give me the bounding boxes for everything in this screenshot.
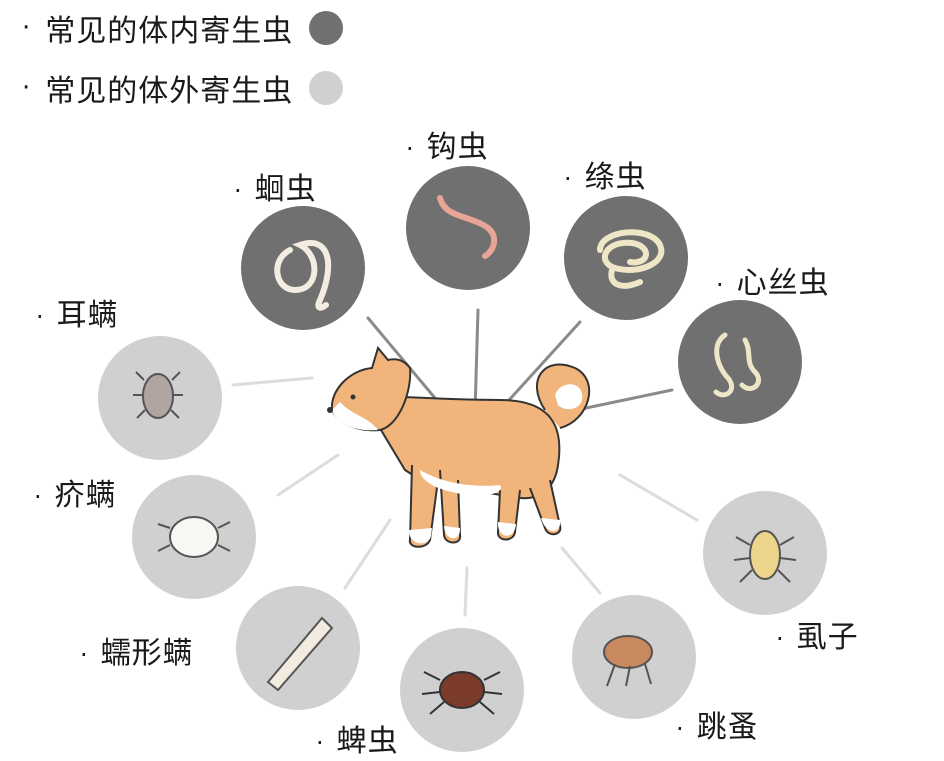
label-bullet: · <box>234 177 243 205</box>
label-heartworm-text: 心丝虫 <box>736 266 830 301</box>
ear-mite-circle <box>98 336 222 460</box>
connector-tick <box>463 566 469 617</box>
label-bullet: · <box>34 483 43 511</box>
connector-hookworm <box>473 308 480 414</box>
connector-flea <box>560 546 602 595</box>
label-tapeworm: · 绦虫 <box>564 152 647 196</box>
ear-mite-icon <box>142 373 174 419</box>
label-ear-mite-text: 耳螨 <box>56 298 119 333</box>
label-bullet: · <box>36 303 45 331</box>
flea-circle <box>572 595 696 719</box>
label-hookworm-text: 钩虫 <box>426 130 489 165</box>
label-tick-text: 蜱虫 <box>336 724 399 759</box>
label-demodex-mite: · 蠕形螨 <box>80 628 194 672</box>
flea-icon <box>603 635 653 669</box>
hookworm-circle <box>406 166 530 290</box>
label-tapeworm-text: 绦虫 <box>584 160 647 195</box>
demodex-mite-circle <box>236 586 360 710</box>
louse-circle <box>703 491 827 615</box>
demodex-mite-icon <box>266 616 334 692</box>
tapeworm-icon <box>597 229 665 289</box>
tapeworm-circle <box>564 196 688 320</box>
label-bullet: · <box>406 135 415 163</box>
legend-external-swatch <box>309 71 344 105</box>
roundworm-icon <box>274 240 332 311</box>
label-bullet: · <box>80 641 89 669</box>
label-flea-text: 跳蚤 <box>696 710 759 745</box>
legend-internal-label: 常见的体内寄生虫 <box>45 14 294 49</box>
connector-ear-mite <box>231 376 314 387</box>
heartworm-icon <box>713 332 762 398</box>
heartworm-circle <box>678 300 802 424</box>
label-bullet: · <box>716 271 725 299</box>
label-roundworm-text: 蛔虫 <box>254 172 317 207</box>
label-bullet: · <box>564 165 573 193</box>
tick-icon <box>439 671 485 709</box>
legend-bullet: · <box>22 73 32 103</box>
label-bullet: · <box>676 715 685 743</box>
label-bullet: · <box>316 729 325 757</box>
connector-tapeworm <box>498 320 582 412</box>
legend-external-label: 常见的体外寄生虫 <box>45 74 294 109</box>
connector-louse <box>618 473 699 522</box>
label-roundworm: · 蛔虫 <box>234 164 317 208</box>
hookworm-icon <box>437 195 498 259</box>
connector-demodex-mite <box>343 518 392 590</box>
label-flea: · 跳蚤 <box>676 702 759 746</box>
label-hookworm: · 钩虫 <box>406 122 489 166</box>
label-louse-text: 虱子 <box>796 620 859 655</box>
label-demodex-mite-text: 蠕形螨 <box>100 636 194 671</box>
label-scabies-mite: · 疥螨 <box>34 470 117 514</box>
dog-illustration <box>327 345 591 548</box>
legend-external: · 常见的体外寄生虫 <box>22 66 344 110</box>
connector-scabies-mite <box>276 453 340 497</box>
louse-icon <box>749 530 781 580</box>
legend-internal: · 常见的体内寄生虫 <box>22 6 344 50</box>
tick-circle <box>400 628 524 752</box>
legend-internal-swatch <box>309 11 344 45</box>
legend-bullet: · <box>22 13 32 43</box>
label-scabies-mite-text: 疥螨 <box>54 478 117 513</box>
roundworm-circle <box>241 206 365 330</box>
label-tick: · 蜱虫 <box>316 716 399 760</box>
scabies-mite-circle <box>132 475 256 599</box>
label-heartworm: · 心丝虫 <box>716 258 830 302</box>
label-louse: · 虱子 <box>776 612 859 656</box>
label-bullet: · <box>776 625 785 653</box>
label-ear-mite: · 耳螨 <box>36 290 119 334</box>
scabies-mite-icon <box>169 516 219 558</box>
